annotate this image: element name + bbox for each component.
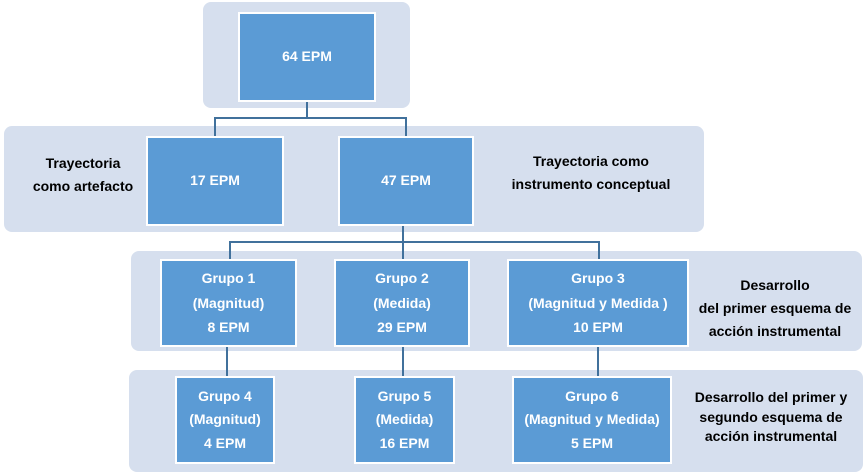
grupo-1-title: Grupo 1 [201, 270, 256, 287]
node-grupo-4: Grupo 4 (Magnitud) 4 EPM [175, 376, 275, 464]
level3-caption-line: segundo esquema de [699, 408, 843, 425]
grupo-1-subtitle: (Magnitud) [192, 294, 265, 311]
node-grupo-6: Grupo 6 (Magnitud y Medida) 5 EPM [512, 376, 672, 464]
level1-right-caption-line: Trayectoria como [533, 153, 649, 169]
level2-caption: Desarrollo del primer esquema de acción … [689, 274, 861, 343]
node-grupo-3: Grupo 3 (Magnitud y Medida ) 10 EPM [507, 259, 689, 347]
root-node-label: 64 EPM [282, 48, 332, 65]
grupo-3-title: Grupo 3 [571, 270, 625, 287]
grupo-5-subtitle: (Medida) [375, 411, 434, 428]
grupo-6-count: 5 EPM [570, 434, 613, 451]
grupo-4-subtitle: (Magnitud) [189, 411, 261, 428]
grupo-5-count: 16 EPM [379, 434, 430, 451]
connector-to-grupo2 [402, 241, 404, 262]
connector-grupo1-grupo4 [226, 345, 228, 378]
level2-caption-line: Desarrollo [740, 277, 810, 293]
level2-caption-line: del primer esquema de [698, 300, 852, 317]
node-47-epm-label: 47 EPM [381, 172, 431, 189]
node-grupo-1: Grupo 1 (Magnitud) 8 EPM [160, 259, 297, 347]
node-17-epm: 17 EPM [146, 136, 284, 226]
connector-root-down [306, 100, 308, 118]
connector-to-17 [214, 117, 216, 139]
connector-47-down [402, 225, 404, 242]
grupo-6-subtitle: (Magnitud y Medida) [524, 411, 660, 428]
level1-right-caption: Trayectoria como instrumento conceptual [488, 150, 694, 196]
level1-right-caption-line: instrumento conceptual [511, 176, 671, 193]
grupo-3-subtitle: (Magnitud y Medida ) [528, 294, 668, 311]
level3-caption-line: acción instrumental [704, 428, 838, 445]
connector-to-grupo3 [598, 241, 600, 262]
grupo-3-count: 10 EPM [573, 319, 623, 336]
level3-caption-line: Desarrollo del primer y [694, 389, 848, 405]
level1-left-caption: Trayectoria como artefacto [14, 152, 152, 198]
node-grupo-2: Grupo 2 (Medida) 29 EPM [334, 259, 470, 347]
grupo-1-count: 8 EPM [207, 319, 250, 336]
node-17-epm-label: 17 EPM [190, 172, 240, 189]
grupo-2-count: 29 EPM [377, 319, 427, 336]
connector-to-grupo1 [229, 241, 231, 262]
grupo-2-subtitle: (Medida) [373, 294, 431, 311]
level1-left-caption-line: Trayectoria [45, 155, 121, 171]
node-grupo-5: Grupo 5 (Medida) 16 EPM [354, 376, 455, 464]
connector-level1-horizontal [214, 117, 407, 119]
connector-to-47 [405, 117, 407, 139]
connector-level2-horizontal [229, 241, 600, 243]
level2-caption-line: acción instrumental [708, 323, 842, 340]
level1-left-caption-line: como artefacto [32, 178, 134, 195]
grupo-5-title: Grupo 5 [377, 388, 432, 405]
grupo-4-title: Grupo 4 [198, 388, 252, 405]
node-47-epm: 47 EPM [338, 136, 474, 226]
connector-grupo3-grupo6 [597, 345, 599, 378]
connector-grupo2-grupo5 [402, 345, 404, 378]
level3-caption: Desarrollo del primer y segundo esquema … [680, 388, 862, 447]
root-node: 64 EPM [238, 12, 376, 102]
grupo-6-title: Grupo 6 [565, 388, 619, 405]
grupo-2-title: Grupo 2 [375, 270, 429, 287]
grupo-4-count: 4 EPM [203, 434, 246, 451]
